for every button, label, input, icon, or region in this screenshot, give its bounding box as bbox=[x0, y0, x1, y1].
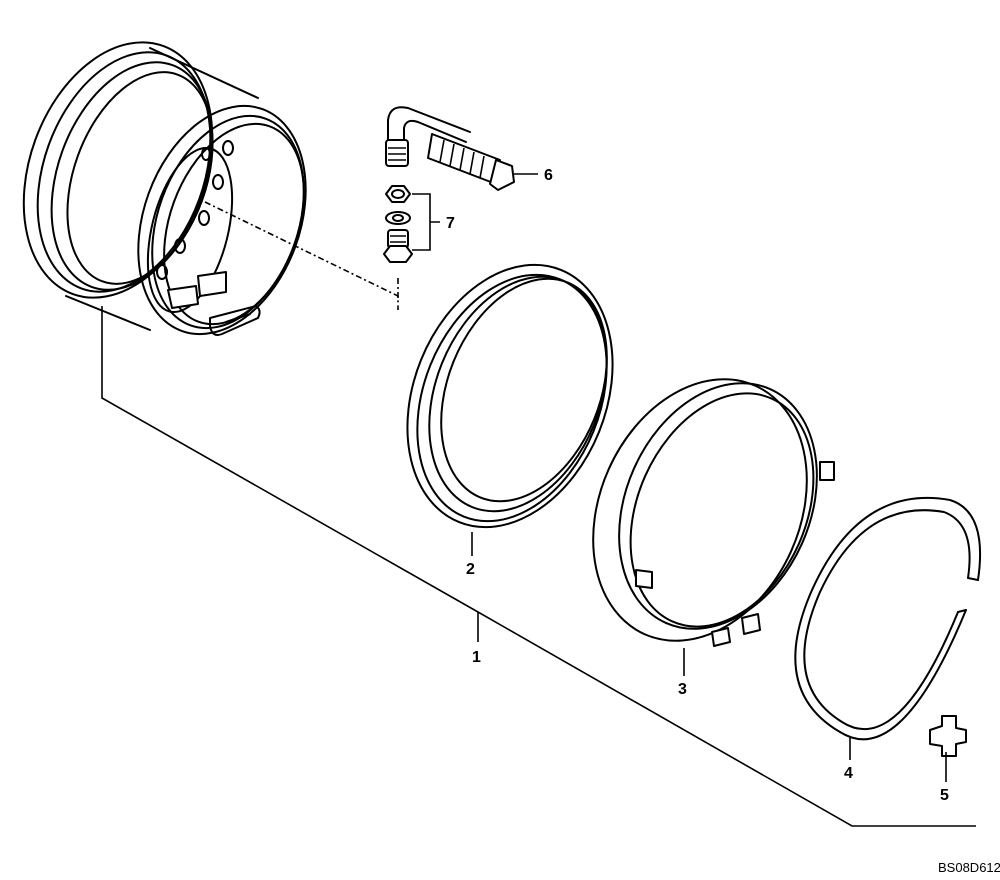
leader-lines bbox=[101, 173, 976, 827]
callouts: 1 2 3 4 5 6 7 bbox=[446, 167, 949, 804]
callout-1: 1 bbox=[472, 649, 481, 666]
callout-4: 4 bbox=[844, 765, 853, 782]
drawing-code: BS08D612 bbox=[938, 860, 1000, 875]
callout-3: 3 bbox=[678, 681, 687, 698]
callout-2: 2 bbox=[466, 561, 475, 578]
callout-6: 6 bbox=[544, 167, 553, 184]
ring-4 bbox=[794, 496, 982, 741]
callout-5: 5 bbox=[940, 787, 949, 804]
valve-nut-set-7 bbox=[383, 185, 413, 263]
key-5 bbox=[929, 715, 967, 757]
valve-stem-6 bbox=[385, 106, 515, 191]
bolt-holes bbox=[156, 140, 234, 280]
callout-7: 7 bbox=[446, 215, 455, 232]
rim bbox=[22, 41, 399, 336]
ring-3 bbox=[592, 378, 835, 647]
ring-2 bbox=[406, 263, 614, 529]
